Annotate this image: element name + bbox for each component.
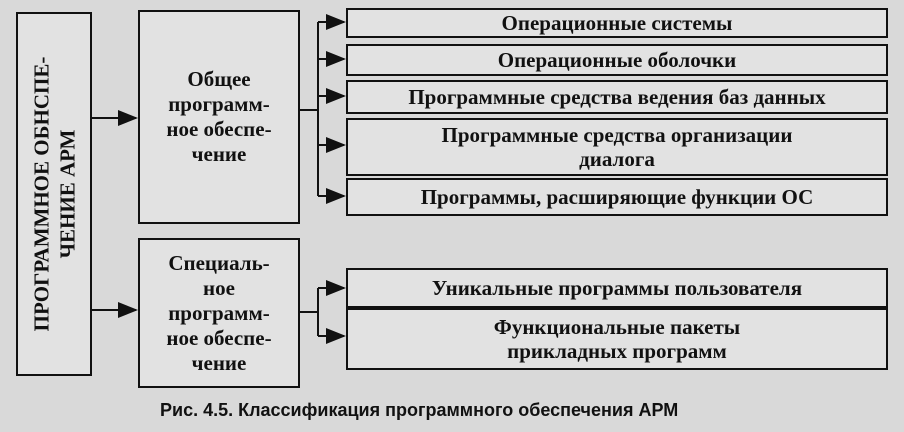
group-general-label: Общее программ- ное обеспе- чение (166, 67, 272, 166)
item-application-packages: Функциональные пакеты прикладных програм… (346, 308, 888, 370)
root-label: ПРОГРАММНОЕ ОБНСПЕ- ЧЕНИЕ АРМ (28, 57, 80, 332)
root-label-line2: ЧЕНИЕ АРМ (55, 129, 80, 259)
root-box: ПРОГРАММНОЕ ОБНСПЕ- ЧЕНИЕ АРМ (16, 12, 92, 376)
item-label: Функциональные пакеты прикладных програм… (493, 315, 741, 363)
item-os-extensions: Программы, расширяющие функции ОС (346, 178, 888, 216)
item-label: Программные средства ведения баз данных (408, 85, 826, 109)
item-label: Операционные оболочки (497, 48, 737, 72)
item-operating-systems: Операционные системы (346, 8, 888, 38)
item-dialog-tools: Программные средства организации диалога (346, 118, 888, 176)
item-unique-user-programs: Уникальные программы пользователя (346, 268, 888, 308)
group-special-label: Специаль- ное программ- ное обеспе- чени… (166, 250, 272, 375)
item-os-shells: Операционные оболочки (346, 44, 888, 76)
item-label: Операционные системы (501, 11, 733, 35)
item-label: Программы, расширяющие функции ОС (420, 185, 814, 209)
group-general-box: Общее программ- ное обеспе- чение (138, 10, 300, 224)
figure-caption: Рис. 4.5. Классификация программного обе… (160, 400, 679, 420)
group-special-box: Специаль- ное программ- ное обеспе- чени… (138, 238, 300, 388)
item-db-tools: Программные средства ведения баз данных (346, 80, 888, 114)
root-label-line1: ПРОГРАММНОЕ ОБНСПЕ- (29, 56, 54, 332)
item-label: Программные средства организации диалога (441, 123, 793, 171)
item-label: Уникальные программы пользователя (431, 276, 803, 300)
